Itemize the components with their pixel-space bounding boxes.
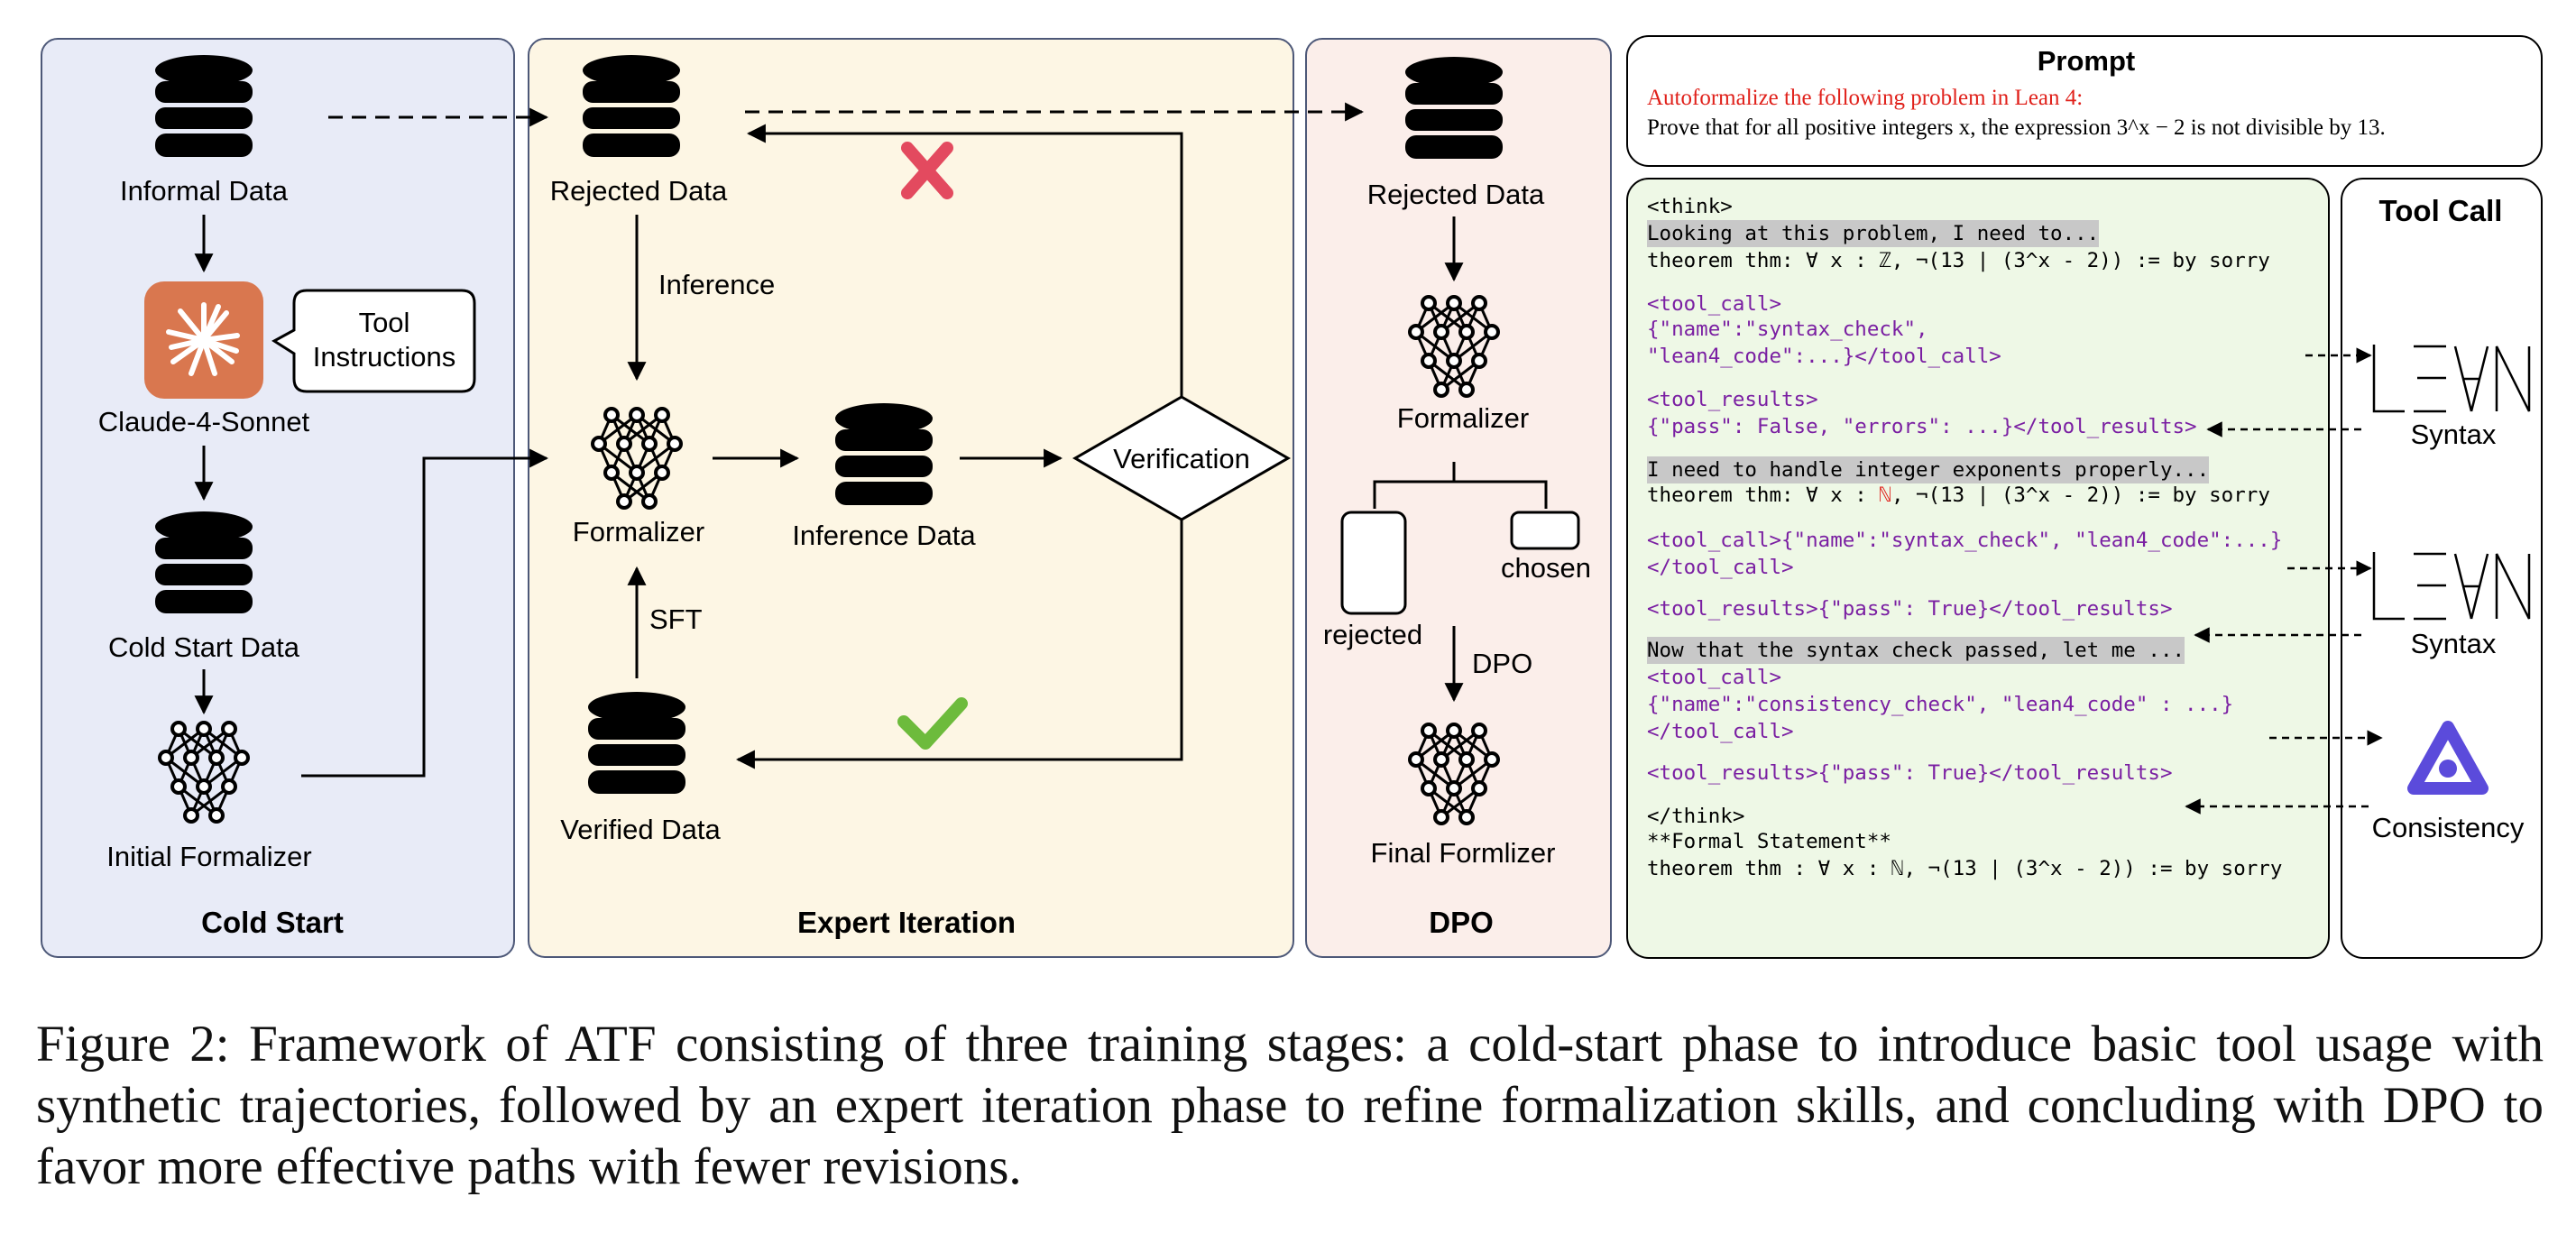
tool-instructions-label-2: Instructions: [313, 341, 456, 373]
initial-formalizer-label: Initial Formalizer: [106, 841, 311, 872]
dpo-title: DPO: [1429, 906, 1494, 939]
informal-data-label: Informal Data: [120, 175, 289, 207]
trace-line: <tool_call>{"name":"syntax_check", "lean…: [1647, 529, 2283, 552]
check-icon: [897, 697, 968, 750]
dpo-formalizer-label: Formalizer: [1397, 402, 1529, 434]
cold-start-data-label: Cold Start Data: [108, 631, 300, 663]
trace-line: </tool_call>: [1647, 720, 1794, 743]
trace-text: , ¬(13 | (3^x - 2)) := by sorry: [1891, 483, 2270, 507]
trace-line: </think>: [1647, 805, 1745, 828]
trace-line: {"name":"consistency_check", "lean4_code…: [1647, 693, 2234, 716]
verification-label: Verification: [1113, 443, 1250, 474]
inference-data-label: Inference Data: [792, 520, 976, 551]
trace-line: Looking at this problem, I need to...: [1647, 220, 2100, 247]
tool-call-title: Tool Call: [2379, 194, 2503, 227]
dpo-rejected-data-label: Rejected Data: [1367, 179, 1545, 210]
tool-instructions-label: Tool: [359, 307, 410, 338]
prompt-instruction: Autoformalize the following problem in L…: [1647, 86, 2084, 110]
chosen-box: [1510, 511, 1580, 550]
sft-edge-label: SFT: [649, 603, 703, 635]
trace-line: {"pass": False, "errors": ...}</tool_res…: [1647, 415, 2197, 438]
chosen-label: chosen: [1501, 552, 1591, 584]
dpo-panel: [1305, 38, 1612, 958]
cold-start-title: Cold Start: [201, 906, 344, 939]
trace-line: <tool_call>: [1647, 666, 1782, 689]
trace-line: {"name":"syntax_check",: [1647, 318, 1928, 341]
prompt-box: [1626, 35, 2543, 167]
rejected-label: rejected: [1323, 619, 1422, 650]
dpo-edge-label: DPO: [1472, 648, 1532, 679]
framework-diagram: Cold Start Expert Iteration DPO Tool Cal…: [41, 35, 2543, 959]
trace-line: theorem thm : ∀ x : ℕ, ¬(13 | (3^x - 2))…: [1647, 857, 2283, 880]
cross-icon: [901, 142, 953, 199]
figure-caption: Figure 2: Framework of ATF consisting of…: [36, 1016, 2544, 1195]
trace-line: <tool_results>: [1647, 388, 1818, 411]
rejected-feedback-edge: [746, 124, 1183, 397]
trace-line: theorem thm: ∀ x : ℕ, ¬(13 | (3^x - 2)) …: [1647, 482, 2270, 509]
trace-line: "lean4_code":...}</tool_call>: [1647, 345, 2001, 368]
trace-line: theorem thm: ∀ x : ℤ, ¬(13 | (3^x - 2)) …: [1647, 249, 2270, 272]
trace-line: <think>: [1647, 195, 1733, 218]
trace-line: </tool_call>: [1647, 556, 1794, 579]
inference-edge-label: Inference: [658, 269, 775, 300]
prompt-title: Prompt: [2037, 45, 2136, 77]
rejected-data-label: Rejected Data: [550, 175, 728, 207]
natural-number-symbol: ℕ: [1879, 483, 1891, 507]
tool-instructions-bubble: [271, 289, 476, 393]
trace-line: Now that the syntax check passed, let me…: [1647, 637, 2185, 664]
claude-label: Claude-4-Sonnet: [98, 406, 310, 437]
cold-start-panel: [41, 38, 515, 958]
trace-line: <tool_results>{"pass": True}</tool_resul…: [1647, 761, 2173, 785]
formalizer-label: Formalizer: [573, 516, 704, 548]
syntax-label-2: Syntax: [2411, 628, 2497, 659]
expert-iteration-title: Expert Iteration: [797, 906, 1016, 939]
prompt-problem: Prove that for all positive integers x, …: [1647, 115, 2386, 140]
trace-text: theorem thm: ∀ x :: [1647, 483, 1880, 507]
trace-line: <tool_results>{"pass": True}</tool_resul…: [1647, 597, 2173, 621]
trace-line: <tool_call>: [1647, 292, 1782, 316]
trace-line: **Formal Statement**: [1647, 830, 1891, 853]
trace-line: I need to handle integer exponents prope…: [1647, 456, 2210, 483]
verified-data-label: Verified Data: [560, 814, 721, 845]
qwen-consistency-icon: [2407, 721, 2489, 795]
final-formalizer-label: Final Formlizer: [1371, 837, 1556, 869]
rejected-box: [1340, 511, 1407, 615]
consistency-label: Consistency: [2372, 812, 2525, 843]
claude-icon: [144, 281, 263, 399]
verified-edge: [735, 520, 1183, 769]
syntax-label-1: Syntax: [2411, 419, 2497, 450]
qwen-consistency-icon-inner: [2439, 760, 2457, 778]
split-brace: [1373, 462, 1548, 509]
initial-to-formalizer-edge: [301, 448, 549, 778]
